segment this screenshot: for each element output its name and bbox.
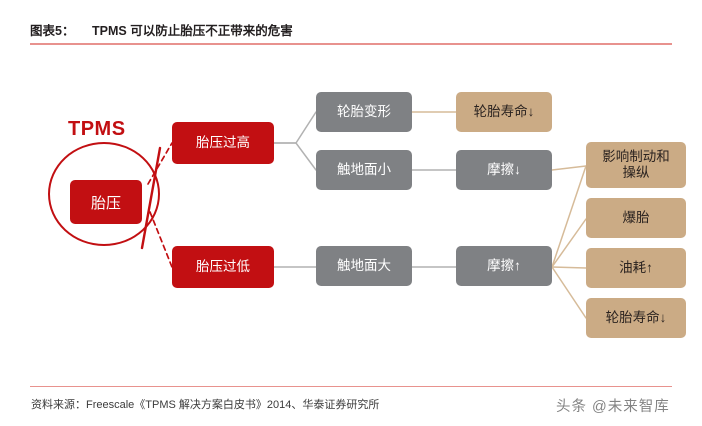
node-fuel: 油耗↑: [586, 248, 686, 288]
figure-header: 图表5： TPMS 可以防止胎压不正带来的危害: [30, 20, 672, 46]
watermark: 头条 @未来智库: [556, 399, 670, 415]
edge-fricup-life: [551, 266, 587, 319]
tpms-center-node: 胎压: [70, 180, 142, 224]
page-title: TPMS 可以防止胎压不正带来的危害: [92, 24, 293, 38]
footer-divider: [30, 386, 672, 388]
source-note: 资料来源：Freescale《TPMS 解决方案白皮书》2014、华泰证券研究所: [31, 399, 380, 411]
edge-fricup-brake: [551, 165, 587, 268]
node-brake: 影响制动和操纵: [586, 142, 686, 188]
edge-fricdn-brake: [551, 165, 587, 171]
node-life_a: 轮胎寿命↓: [456, 92, 552, 132]
tpms-label: TPMS: [68, 118, 126, 140]
edge-high-deform: [273, 111, 317, 144]
edge-high-small: [273, 142, 317, 171]
node-low: 胎压过低: [172, 246, 274, 288]
figure-number: 图表5：: [30, 24, 75, 38]
tpms-mark: TPMS 胎压: [40, 118, 180, 250]
node-large: 触地面大: [316, 246, 412, 286]
node-small: 触地面小: [316, 150, 412, 190]
node-high: 胎压过高: [172, 122, 274, 164]
edge-tpms-high: [147, 142, 173, 185]
edge-tpms-low: [149, 211, 173, 268]
node-fric_up: 摩擦↑: [456, 246, 552, 286]
edge-fricup-blowout: [551, 218, 587, 268]
node-blowout: 爆胎: [586, 198, 686, 238]
tpms-circle-outline: [48, 142, 160, 246]
edge-fricup-fuel: [551, 266, 587, 269]
header-divider: [30, 43, 672, 45]
node-deform: 轮胎变形: [316, 92, 412, 132]
node-fric_dn: 摩擦↓: [456, 150, 552, 190]
node-life_b: 轮胎寿命↓: [586, 298, 686, 338]
